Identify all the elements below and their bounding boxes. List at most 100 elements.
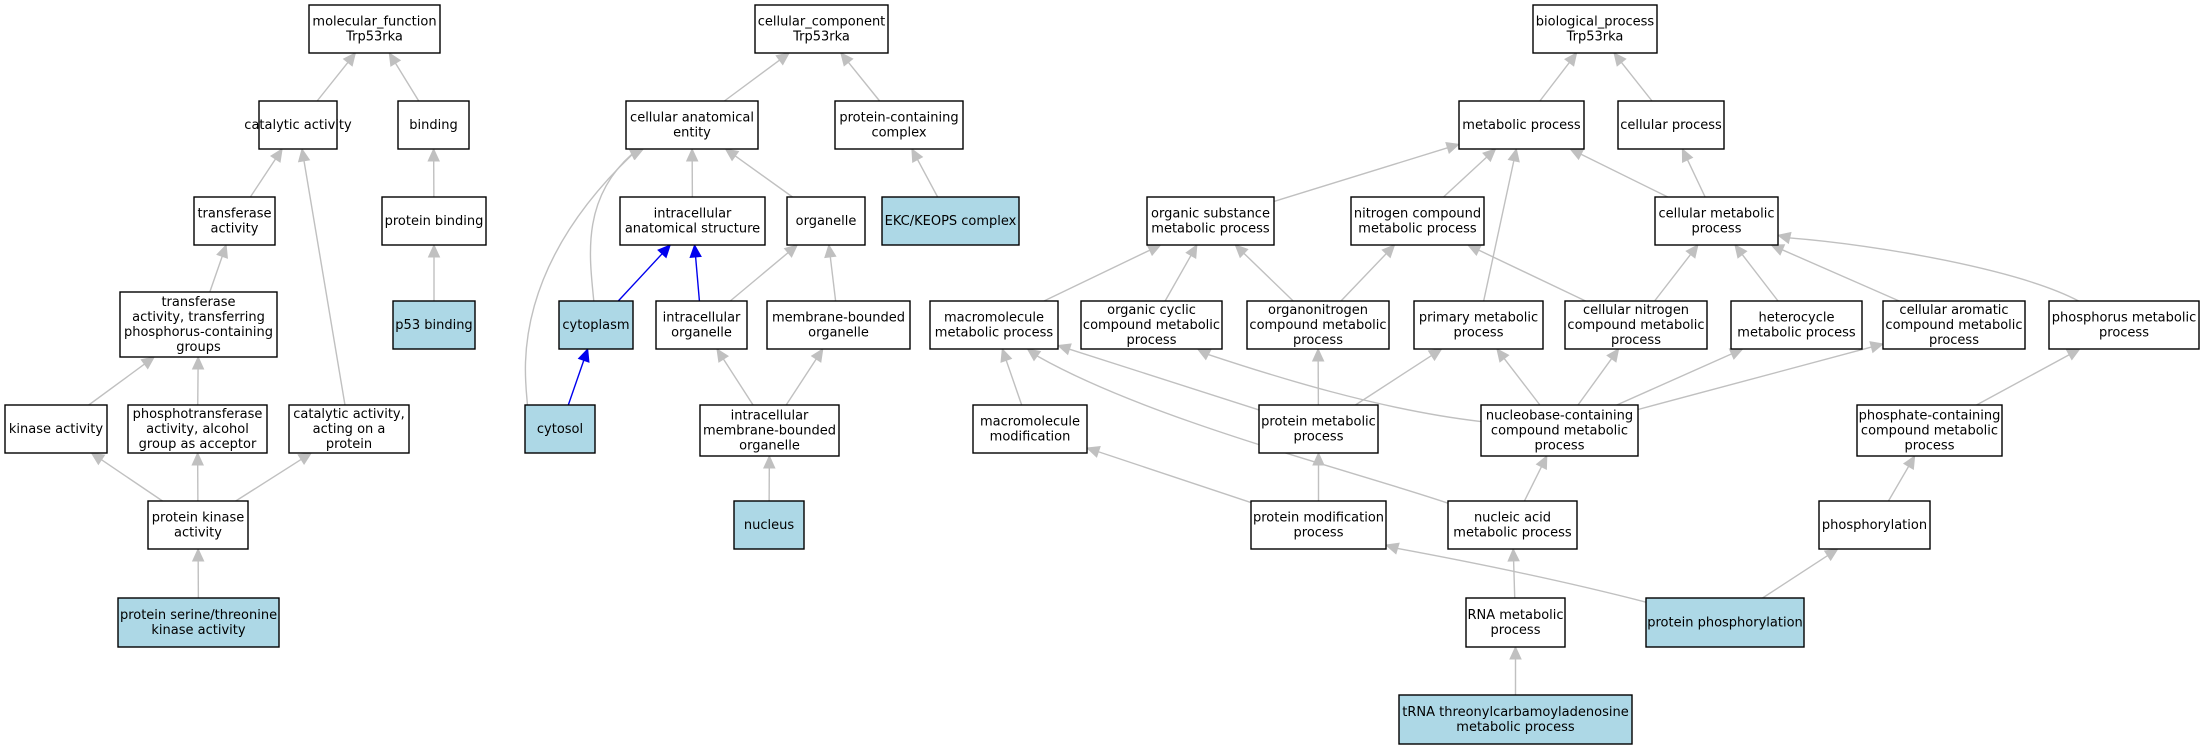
node-box (1818, 500, 1931, 550)
edge-line (394, 62, 420, 102)
edge-line (1005, 360, 1023, 406)
node-ekc: EKC/KEOPS complex (881, 196, 1020, 246)
edge-protein_met-to-macro_met (1056, 343, 1260, 411)
node-label: phosphorylation (1822, 518, 1927, 533)
node-label: Trp53rka (345, 30, 403, 45)
node-label: process (1127, 333, 1177, 348)
edge-arrowhead (1466, 244, 1482, 257)
node-label: intracellular (654, 207, 732, 222)
edge-arrowhead (216, 243, 228, 259)
edge-protein_mod-to-macro_mod (1085, 445, 1252, 504)
node-label: compound metabolic (1861, 424, 1998, 439)
edge-layer (88, 51, 2081, 695)
node-label: process (1929, 333, 1979, 348)
node-label: cellular metabolic (1659, 207, 1775, 222)
edge-arrowhead (911, 147, 924, 163)
node-protein-binding: protein binding (381, 196, 487, 246)
node-label: phosphotransferase (133, 407, 263, 422)
edge-nucleic_acid-to-nucleobase (1523, 454, 1548, 502)
edge-arrowhead (1000, 347, 1013, 363)
node-box (193, 196, 276, 246)
node-box (392, 300, 476, 350)
edge-line (1523, 466, 1543, 502)
edge-arrowhead (1427, 348, 1443, 362)
edge-rna_met-to-nucleic_acid (1507, 547, 1520, 599)
edge-arrowhead (1085, 445, 1101, 458)
edge-line (1043, 249, 1151, 302)
node-box (1480, 404, 1639, 457)
edge-line (1069, 348, 1260, 411)
node-box (929, 300, 1059, 350)
node-kinase: kinase activity (4, 404, 108, 454)
edge-arrowhead (1869, 341, 1885, 354)
node-label: compound metabolic (1249, 318, 1386, 333)
node-label: tRNA threonylcarbamoyladenosine (1402, 705, 1628, 720)
node-label: process (1454, 326, 1504, 341)
node-box (1465, 597, 1566, 648)
node-label: anatomical structure (625, 222, 760, 237)
node-binding: binding (397, 100, 470, 150)
edge-line (1355, 354, 1432, 406)
node-label: cellular nitrogen (1583, 303, 1689, 318)
edge-arrowhead (1776, 231, 1792, 245)
node-label: protein-containing (839, 111, 958, 126)
node-box (699, 404, 840, 457)
node-label: phosphorus-containing (124, 325, 273, 340)
node-box (786, 196, 866, 246)
edge-ias-to-cae (685, 147, 699, 198)
edge-arrowhead (1445, 141, 1461, 154)
edge-arrowhead (297, 147, 311, 163)
edge-line (1243, 252, 1294, 302)
edge-line (1273, 147, 1448, 203)
edge-arrowhead (269, 147, 283, 163)
edge-macro_met-to-org_sub (1043, 244, 1162, 302)
node-label: p53 binding (395, 318, 472, 333)
edge-organelle-to-cae (724, 148, 793, 198)
node-organelle: organelle (786, 196, 866, 246)
node-label: entity (673, 126, 711, 141)
edge-arrowhead (810, 347, 824, 363)
node-label: compound metabolic (1567, 318, 1704, 333)
edge-cell_met-to-cellular_proc (1681, 147, 1706, 198)
node-label: membrane-bounded (703, 424, 836, 439)
edge-line (1616, 353, 1732, 406)
edge-line (1539, 62, 1570, 102)
edge-protein_met-to-organonitrogen (1311, 347, 1325, 406)
edge-mbo-to-organelle (824, 243, 837, 302)
node-box (619, 196, 766, 246)
node-label: transferase (161, 295, 235, 310)
node-box (655, 300, 748, 350)
node-label: process (1905, 439, 1955, 454)
node-box (258, 100, 338, 150)
node-label: cytoplasm (562, 318, 629, 333)
node-label: metabolic process (1151, 222, 1270, 237)
edge-imbo-to-intra_org (716, 347, 754, 406)
node-label: cellular aromatic (1899, 303, 2008, 318)
edge-arrowhead (1902, 454, 1916, 470)
node-label: metabolic process (1358, 222, 1477, 237)
edge-line (1654, 254, 1692, 302)
edge-macro_mod-to-macro_met (1000, 347, 1023, 406)
edge-arrowhead (388, 51, 402, 67)
edge-transferase-to-cat_act (249, 147, 283, 198)
node-label: nitrogen compound (1354, 207, 1481, 222)
edge-line (1512, 560, 1516, 599)
node-cat-act: catalytic activity (244, 100, 352, 150)
node-box (1645, 597, 1805, 648)
edge-arrowhead (1026, 348, 1042, 362)
edge-line (916, 159, 939, 198)
node-box (1564, 300, 1708, 350)
edge-arrowhead (90, 452, 106, 466)
edge-arrowhead (427, 147, 440, 162)
edge-arrowhead (297, 452, 313, 466)
edge-arrowhead (1728, 348, 1744, 360)
edge-nucleobase-to-cell_aromatic (1637, 341, 1885, 411)
